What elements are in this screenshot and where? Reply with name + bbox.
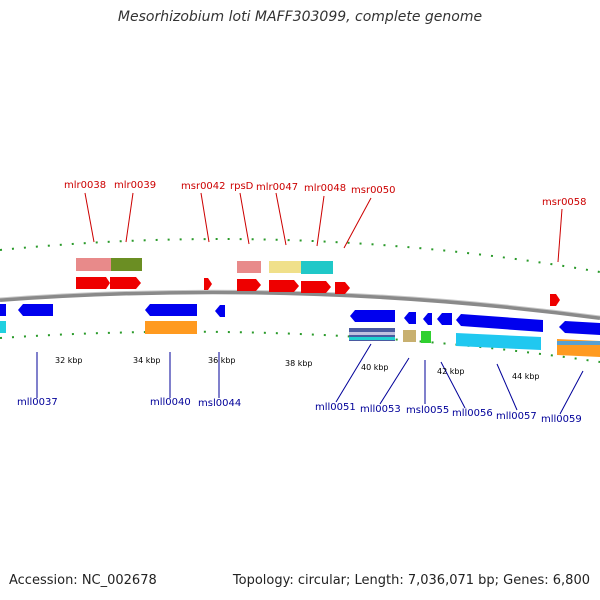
genome-backbone — [0, 290, 600, 320]
gene-arrow-mlr0039[interactable] — [110, 277, 141, 289]
gene-label-mll0056[interactable]: mll0056 — [452, 408, 493, 419]
gene-arrow-mll0051[interactable] — [350, 310, 395, 322]
top-label-leaders — [84, 192, 563, 263]
gene-label-msl0055[interactable]: msl0055 — [406, 405, 450, 416]
gene-arrow-mlr0048[interactable] — [301, 281, 331, 293]
gene-arrow-msr0058[interactable] — [550, 294, 560, 306]
gene-arrow-msl0044[interactable] — [215, 305, 225, 317]
feature-bar-rpsD[interactable] — [237, 261, 261, 273]
feature-bar-mlr0047[interactable] — [269, 261, 301, 273]
gene-label-mll0057[interactable]: mll0057 — [496, 411, 537, 422]
gene-arrow-mll0057[interactable] — [456, 314, 543, 332]
feature-bar-mll0057[interactable] — [456, 333, 541, 350]
gene-label-mlr0039[interactable]: mlr0039 — [114, 180, 157, 191]
feature-bar-mlr0039[interactable] — [111, 258, 142, 271]
genome-title: Mesorhizobium loti MAFF303099, complete … — [117, 9, 483, 25]
gene-arrow-mll0056[interactable] — [437, 313, 452, 325]
gene-label-mlr0047[interactable]: mlr0047 — [256, 182, 299, 193]
gene-arrow-msl0055[interactable] — [423, 313, 432, 325]
inner-tick-ring — [0, 330, 600, 363]
gene-label-mll0059[interactable]: mll0059 — [541, 414, 582, 425]
topology-label: Topology: circular; Length: 7,036,071 bp… — [232, 573, 590, 588]
gene-label-msr0058[interactable]: msr0058 — [542, 197, 587, 208]
gene-label-mll0037[interactable]: mll0037 — [17, 397, 58, 408]
feature-bar-mlr0048[interactable] — [301, 261, 333, 274]
gene-arrow-mll0040[interactable] — [145, 304, 197, 316]
gene-arrow-mll0059[interactable] — [559, 321, 600, 335]
gene-arrow-mll0037-left[interactable] — [0, 304, 6, 316]
outer-tick-ring — [0, 238, 600, 273]
gene-label-msr0050[interactable]: msr0050 — [351, 185, 396, 196]
feature-bar-mll0040[interactable] — [145, 321, 197, 334]
gene-label-msl0044[interactable]: msl0044 — [198, 398, 242, 409]
gene-arrow-msr0042[interactable] — [204, 278, 212, 290]
gene-label-mll0040[interactable]: mll0040 — [150, 397, 191, 408]
gene-arrow-rpsD[interactable] — [237, 279, 261, 291]
scale-label-32kbp: 32 kbp — [55, 356, 83, 365]
gene-arrow-msr0050[interactable] — [335, 282, 350, 294]
scale-label-36kbp: 36 kbp — [208, 356, 236, 365]
gene-label-msr0042[interactable]: msr0042 — [181, 181, 226, 192]
scale-label-40kbp: 40 kbp — [361, 363, 389, 372]
gene-label-mlr0048[interactable]: mlr0048 — [304, 183, 347, 194]
scale-label-34kbp: 34 kbp — [133, 356, 161, 365]
gene-arrow-mlr0047[interactable] — [269, 280, 299, 292]
scale-label-44kbp: 44 kbp — [512, 372, 540, 381]
accession-label: Accession: NC_002678 — [9, 573, 157, 588]
gene-label-mlr0038[interactable]: mlr0038 — [64, 180, 107, 191]
gene-label-rpsD[interactable]: rpsD — [230, 181, 254, 192]
gene-arrow-mll0053[interactable] — [404, 312, 416, 324]
scale-label-42kbp: 42 kbp — [437, 367, 465, 376]
feature-bar-msl0055[interactable] — [421, 331, 431, 343]
feature-bar-mll0053[interactable] — [403, 330, 416, 342]
gene-label-mll0051[interactable]: mll0051 — [315, 402, 356, 413]
feature-bar-left-edge[interactable] — [0, 321, 6, 333]
feature-bar-mlr0038[interactable] — [76, 258, 111, 271]
gene-arrow-mll0037[interactable] — [18, 304, 53, 316]
bottom-label-leaders — [36, 343, 584, 415]
scale-label-38kbp: 38 kbp — [285, 359, 313, 368]
gene-label-mll0053[interactable]: mll0053 — [360, 404, 401, 415]
gene-arrow-mlr0038[interactable] — [76, 277, 110, 289]
